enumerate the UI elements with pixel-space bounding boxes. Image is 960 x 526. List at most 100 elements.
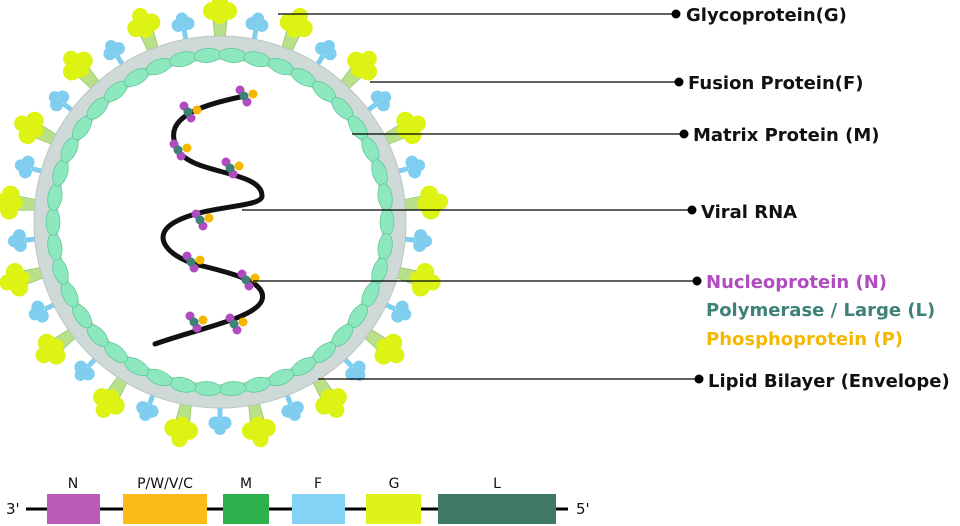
- glycoprotein-lobe: [320, 389, 335, 404]
- nucleocapsid-complex: [179, 101, 202, 123]
- label-matrix-protein: Matrix Protein (M): [693, 125, 879, 146]
- polymerase-unit: [186, 257, 196, 267]
- phosphoprotein-unit: [250, 273, 260, 283]
- glycoprotein-lobe: [250, 416, 265, 431]
- glycoprotein-lobe: [328, 401, 345, 418]
- callout-lines: [242, 13, 699, 380]
- gene-box-L: [438, 494, 556, 524]
- fusion-head: [413, 159, 426, 172]
- nucleocapsid-complex: [182, 251, 205, 273]
- fusion-head: [74, 368, 87, 381]
- glycoprotein-lobe: [213, 10, 227, 24]
- fusion-head: [288, 409, 301, 422]
- glycoprotein-lobe: [432, 193, 449, 210]
- nucleocapsid-complex: [169, 139, 192, 161]
- polymerase-unit: [229, 319, 239, 329]
- gene-box-PWVC: [123, 494, 207, 524]
- fusion-head: [48, 91, 61, 104]
- glycoprotein-lobe: [212, 0, 228, 9]
- fusion-spike: [14, 155, 48, 179]
- polymerase-unit: [195, 215, 205, 225]
- dot-nucleoprotein: [692, 276, 702, 286]
- nucleocapsid-complex: [235, 85, 258, 107]
- glycoprotein-lobe: [15, 271, 30, 286]
- glycoprotein-lobe: [175, 416, 190, 431]
- fusion-spike: [281, 388, 304, 422]
- phosphoprotein-unit: [248, 89, 258, 99]
- phosphoprotein-unit: [195, 255, 205, 265]
- glycoprotein-lobe: [14, 115, 31, 132]
- fusion-head: [214, 423, 226, 435]
- gene-PWVC: P/W/V/C: [123, 476, 207, 524]
- phosphoprotein-unit: [192, 105, 202, 115]
- glycoprotein-lobe: [388, 347, 405, 364]
- viral-rna-helix: [152, 85, 265, 347]
- fusion-spike: [48, 90, 78, 116]
- glycoprotein-lobe: [49, 338, 64, 353]
- gene-label-PWVC: P/W/V/C: [137, 476, 193, 492]
- polymerase-unit: [173, 145, 183, 155]
- genome-5prime-end: 5': [576, 500, 590, 518]
- label-phosphoprotein: Phosphoprotein (P): [706, 329, 903, 350]
- gene-box-F: [292, 494, 345, 524]
- fusion-head: [252, 12, 265, 25]
- fusion-spike: [380, 299, 412, 323]
- dot-matrix: [679, 129, 689, 139]
- fusion-head: [175, 12, 188, 25]
- fusion-head: [14, 159, 27, 172]
- gene-N: N: [47, 476, 100, 524]
- fusion-head: [353, 368, 366, 381]
- label-viral-rna: Viral RNA: [701, 202, 797, 223]
- polymerase-unit: [189, 317, 199, 327]
- glycoprotein-spike: [127, 7, 161, 57]
- genome-3prime-end: 3': [6, 500, 20, 518]
- gene-box-N: [47, 494, 100, 524]
- polymerase-unit: [183, 107, 193, 117]
- fusion-head: [379, 91, 392, 104]
- gene-label-L: L: [493, 476, 501, 492]
- label-glycoprotein: Glycoprotein(G): [686, 5, 847, 26]
- glycoprotein-spike: [164, 397, 199, 448]
- genome-map: 3' 5' N P/W/V/C M F G L: [6, 476, 590, 524]
- glycoprotein-lobe: [252, 431, 269, 448]
- phosphoprotein-unit: [182, 143, 192, 153]
- glycoprotein-lobe: [74, 63, 89, 78]
- fusion-spike: [136, 388, 159, 422]
- matrix-protein-ring: [45, 48, 395, 396]
- glycoprotein-lobe: [291, 7, 308, 24]
- fusion-head: [105, 40, 118, 53]
- glycoprotein-lobe: [417, 196, 432, 211]
- dot-lipid: [694, 374, 704, 384]
- glycoprotein-spike: [279, 7, 313, 57]
- polymerase-unit: [241, 275, 251, 285]
- gene-label-F: F: [314, 476, 322, 492]
- phosphoprotein-unit: [198, 315, 208, 325]
- fusion-head: [399, 308, 412, 321]
- glycoprotein-lobe: [35, 347, 52, 364]
- glycoprotein-lobe: [47, 346, 66, 365]
- glycoprotein-lobe: [105, 389, 120, 404]
- label-fusion-protein: Fusion Protein(F): [688, 73, 864, 94]
- gene-M: M: [223, 476, 269, 524]
- fusion-head: [139, 409, 152, 422]
- label-lipid-bilayer: Lipid Bilayer (Envelope): [708, 371, 950, 392]
- gene-F: F: [292, 476, 345, 524]
- nucleocapsid-complex: [221, 157, 244, 179]
- callout-dots: [671, 9, 704, 384]
- glycoprotein-lobe: [374, 346, 393, 365]
- fusion-head: [322, 40, 335, 53]
- glycoprotein-lobe: [0, 193, 8, 210]
- glycoprotein-lobe: [95, 401, 112, 418]
- dot-glycoprotein: [671, 9, 681, 19]
- gene-label-G: G: [389, 476, 400, 492]
- phosphoprotein-unit: [238, 317, 248, 327]
- glycoprotein-lobe: [63, 50, 80, 67]
- fusion-spike: [74, 353, 101, 381]
- nucleocapsid-complex: [237, 269, 260, 291]
- glycoprotein-lobe: [424, 274, 441, 291]
- glycoprotein-lobe: [132, 7, 149, 24]
- fusion-spike: [399, 229, 433, 253]
- label-nucleoprotein: Nucleoprotein (N): [706, 272, 887, 293]
- glycoprotein-lobe: [287, 23, 302, 38]
